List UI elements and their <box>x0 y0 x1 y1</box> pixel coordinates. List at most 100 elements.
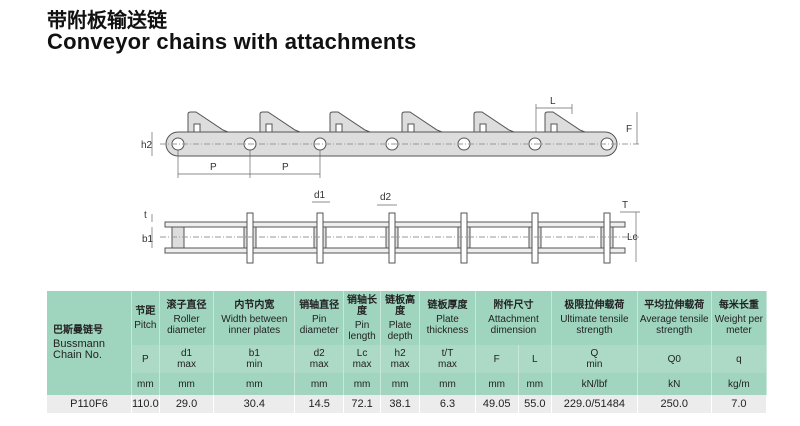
table-cell: P110F6 <box>47 395 132 413</box>
unit-cell: mm <box>213 373 296 395</box>
dim-label-b1: b1 <box>142 234 154 245</box>
symbol-qualifier: max <box>352 359 372 370</box>
pin <box>531 212 539 264</box>
column-header-en: Pin diameter <box>299 314 339 336</box>
table-cell: 250.0 <box>637 395 712 413</box>
pin <box>316 212 324 264</box>
chain-no-en2: Chain No. <box>53 349 102 361</box>
unit-cell: kN/lbf <box>551 373 638 395</box>
column-header-cn: 销轴直径 <box>299 300 340 311</box>
dim-label-h2: h2 <box>141 140 153 151</box>
table-cell: 49.05 <box>475 395 519 413</box>
dim-label-p2: P <box>282 162 289 173</box>
symbol-cell: L <box>518 345 553 373</box>
side-view <box>165 111 618 157</box>
symbol-qualifier: max <box>309 359 329 370</box>
attachment-plate <box>187 111 229 133</box>
symbol: Lc <box>356 348 368 359</box>
symbol: Q0 <box>667 353 681 365</box>
symbol: P <box>142 353 149 365</box>
column-header-en: Average tensile strength <box>639 314 709 336</box>
symbol: d1 <box>180 348 193 359</box>
table-cell: 30.4 <box>213 395 296 413</box>
column-header-cn: 每米长重 <box>718 300 759 311</box>
dim-label-f: F <box>626 124 632 135</box>
column-header-en: Weight per meter <box>714 314 763 336</box>
chain-no-cn: 巴斯曼链号 <box>53 325 103 336</box>
column-header-en: Plate thickness <box>426 314 469 336</box>
dim-label-T: T <box>622 200 628 211</box>
symbol: b1 <box>248 348 260 359</box>
pin <box>246 212 254 264</box>
column-header-en: Ultimate tensile strength <box>560 314 629 336</box>
table-cell: 72.1 <box>343 395 382 413</box>
symbol: t/T <box>441 348 454 359</box>
pin <box>388 212 396 264</box>
column-header-en: Pin length <box>348 319 376 342</box>
unit-cell: mm <box>343 373 382 395</box>
table-cell: 38.1 <box>380 395 421 413</box>
dim-label-d2: d2 <box>380 192 392 203</box>
table-cell: 6.3 <box>419 395 476 413</box>
symbol: Q <box>590 348 599 359</box>
attachment-plate <box>401 111 443 133</box>
title-english: Conveyor chains with attachments <box>47 29 417 54</box>
table-cell: 7.0 <box>711 395 768 413</box>
unit-cell: mm <box>159 373 215 395</box>
column-header-cn: 极限拉伸载荷 <box>564 300 625 311</box>
column-header-cn: 内节内宽 <box>234 300 275 311</box>
pin <box>603 212 611 264</box>
column-header-cn: 平均拉伸载荷 <box>644 300 705 311</box>
column-header-cn: 链板厚度 <box>427 300 468 311</box>
table-cell: 14.5 <box>294 395 345 413</box>
column-header-en: Plate depth <box>387 319 413 342</box>
symbol-cell: P <box>131 345 160 373</box>
column-header: 销轴直径 Pin diameter <box>294 291 345 345</box>
pin <box>460 212 468 264</box>
symbol-cell: Q0 <box>637 345 712 373</box>
symbol-qualifier: min <box>586 359 603 370</box>
symbol-qualifier: max <box>438 359 457 370</box>
dim-label-l: L <box>550 96 556 107</box>
attachment-plate <box>259 111 301 133</box>
column-header: 每米长重 Weight per meter <box>711 291 768 345</box>
column-header-en: Attachment dimension <box>488 314 539 336</box>
column-header-cn: 附件尺寸 <box>493 300 534 311</box>
dim-label-p1: P <box>210 162 217 173</box>
unit-cell: mm <box>380 373 421 395</box>
plan-view <box>164 212 626 264</box>
attachment-plate <box>544 111 586 133</box>
symbol-cell: F <box>475 345 519 373</box>
chain-no-header: 巴斯曼链号 Bussmann Chain No. <box>47 291 132 395</box>
unit-cell: kN <box>637 373 712 395</box>
column-header-cn: 节距 <box>135 305 156 317</box>
attachment-plate <box>329 111 371 133</box>
symbol: q <box>736 353 742 365</box>
dim-label-lc: Lc <box>627 232 638 243</box>
unit-cell: mm <box>475 373 519 395</box>
unit-cell: mm <box>419 373 476 395</box>
symbol-cell: q <box>711 345 768 373</box>
unit-cell: mm <box>131 373 160 395</box>
unit-cell: mm <box>518 373 553 395</box>
unit-cell: mm <box>294 373 345 395</box>
symbol: F <box>493 353 500 365</box>
column-header-cn: 滚子直径 <box>166 300 207 311</box>
column-header-en: Pitch <box>134 319 157 331</box>
table-cell: 55.0 <box>518 395 553 413</box>
chain-no-en1: Bussmann <box>53 338 105 350</box>
symbol-qualifier: max <box>177 359 196 370</box>
symbol-qualifier: min <box>246 359 263 370</box>
symbol-qualifier: max <box>390 359 410 370</box>
